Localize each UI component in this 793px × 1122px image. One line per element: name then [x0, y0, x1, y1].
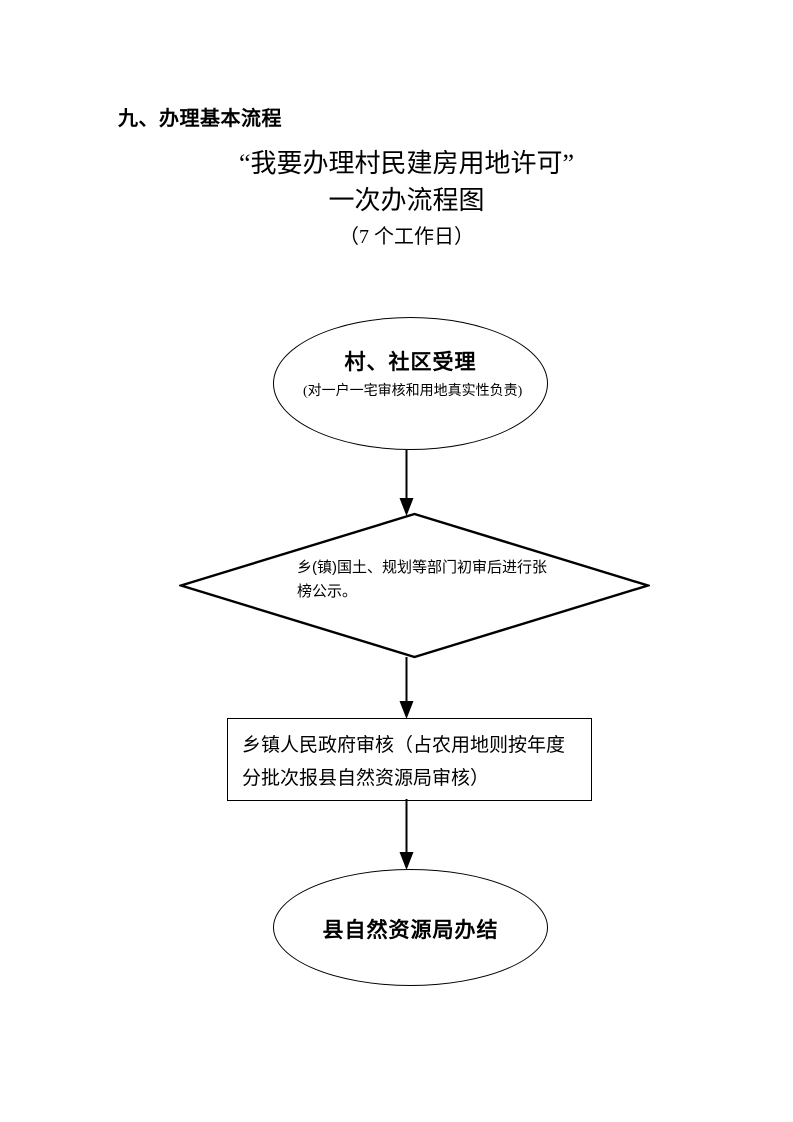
arrow-down-icon [399, 450, 414, 516]
flow-node-village-acceptance: 村、社区受理 (对一户一宅审核和用地真实性负责) [273, 317, 548, 450]
arrow-down-icon [399, 657, 414, 719]
flow-node-township-review-publicity: 乡(镇)国土、规划等部门初审后进行张榜公示。 [179, 512, 650, 659]
flow-arrow-1 [0, 448, 793, 518]
section-heading: 九、办理基本流程 [118, 108, 282, 130]
title-line-2: 一次办流程图 [328, 186, 485, 215]
flow-node-label: 村、社区受理 [344, 351, 477, 374]
flow-node-township-government-review: 乡镇人民政府审核（占农用地则按年度分批次报县自然资源局审核） [227, 718, 592, 801]
flow-node-label: 县自然资源局办结 [322, 919, 499, 942]
title-line-1: “我要办理村民建房用地许可” [238, 149, 575, 178]
flow-node-note: (对一户一宅审核和用地真实性负责) [303, 384, 523, 399]
flow-node-label: 乡镇人民政府审核（占农用地则按年度分批次报县自然资源局审核） [242, 735, 566, 789]
diamond-shape [179, 512, 650, 659]
flow-node-county-bureau-completion: 县自然资源局办结 [273, 869, 548, 986]
arrow-down-icon [399, 799, 414, 870]
flow-arrow-2 [0, 657, 793, 721]
flow-arrow-3 [0, 799, 793, 872]
title-block: “我要办理村民建房用地许可” 一次办流程图 （7 个工作日） [0, 146, 793, 254]
flow-node-label: 乡(镇)国土、规划等部门初审后进行张榜公示。 [297, 559, 547, 600]
title-subtitle: （7 个工作日） [339, 226, 474, 248]
